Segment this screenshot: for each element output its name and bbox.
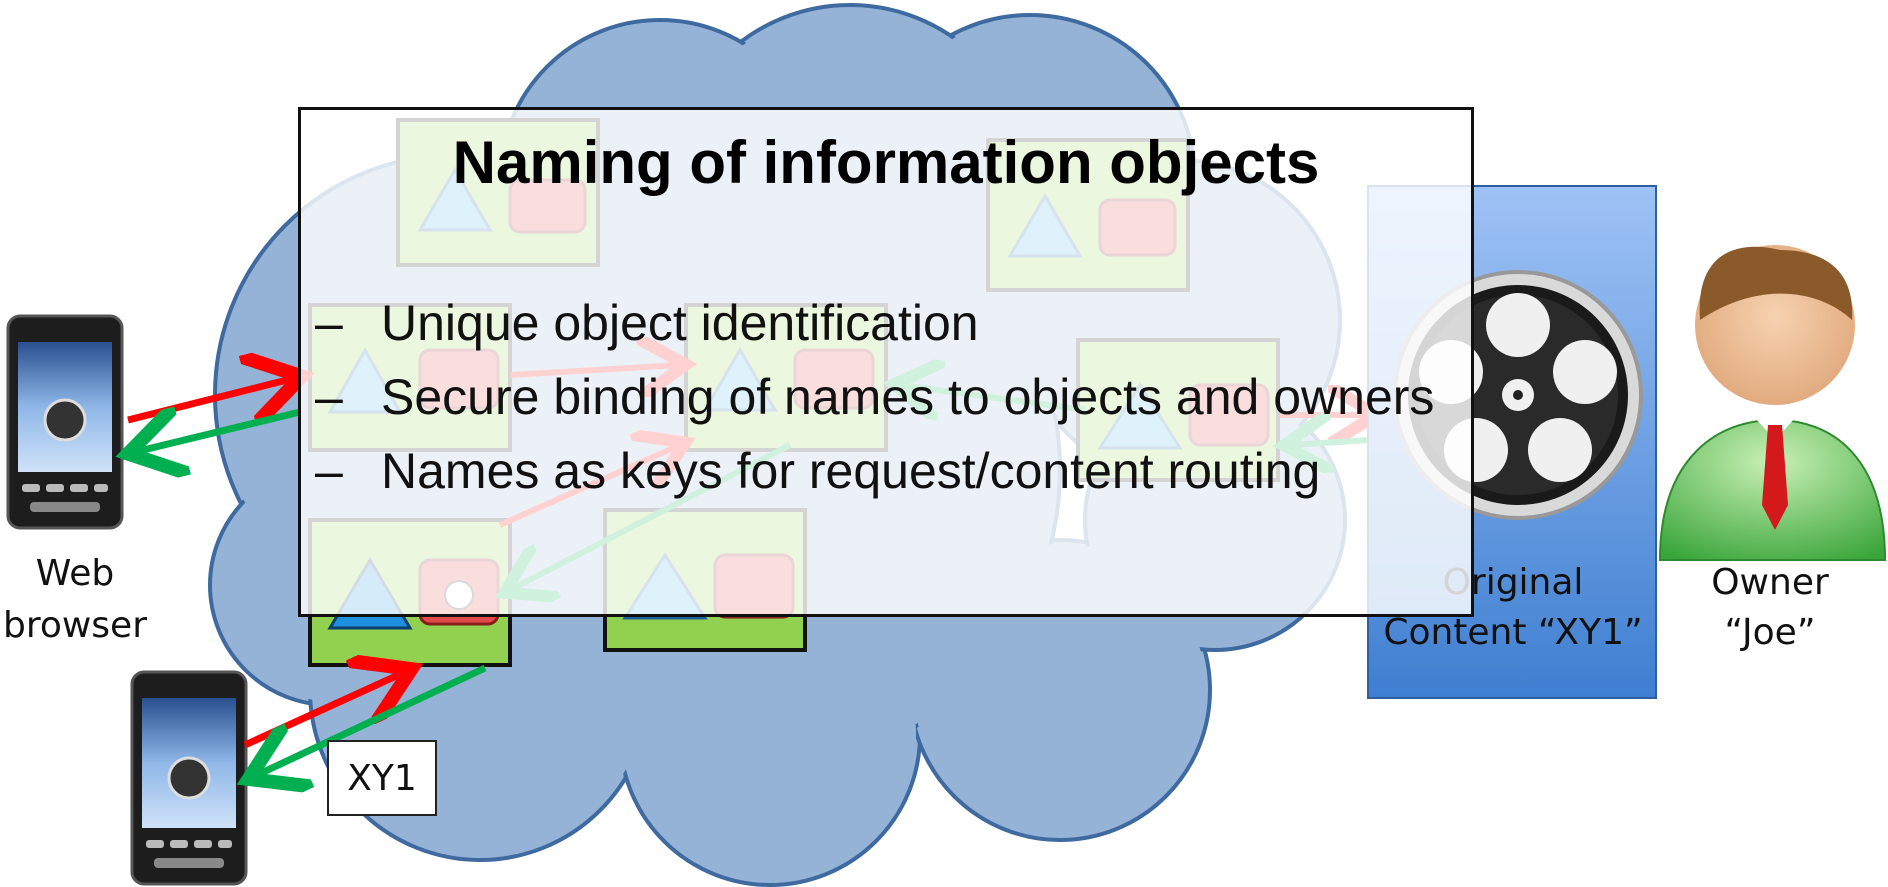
bullet-text: Names as keys for request/content routin… [381,443,1321,499]
person-icon [1658,245,1887,561]
bullet-text: Secure binding of names to objects and o… [381,369,1435,425]
bullet-item: –Unique object identification [315,290,1465,356]
naming-overlay-box: Naming of information objects –Unique ob… [298,107,1474,617]
bullet-item: –Secure binding of names to objects and … [315,364,1465,430]
bullet-dash: – [315,295,343,351]
response-arrow [135,412,301,452]
response-arrow [255,664,487,776]
web-browser-label: Web browser [2,553,148,646]
overlay-title: Naming of information objects [452,129,1320,196]
bullet-dash: – [315,443,343,499]
request-name-label: XY1 [327,740,437,816]
smartphone-icon [130,670,248,886]
bullet-list: –Unique object identification –Secure bi… [315,290,1465,512]
owner-label: Owner “Joe” [1711,562,1829,653]
bullet-item: –Names as keys for request/content routi… [315,438,1465,504]
bullet-dash: – [315,369,343,425]
smartphone-icon [6,314,124,530]
bullet-text: Unique object identification [381,295,979,351]
